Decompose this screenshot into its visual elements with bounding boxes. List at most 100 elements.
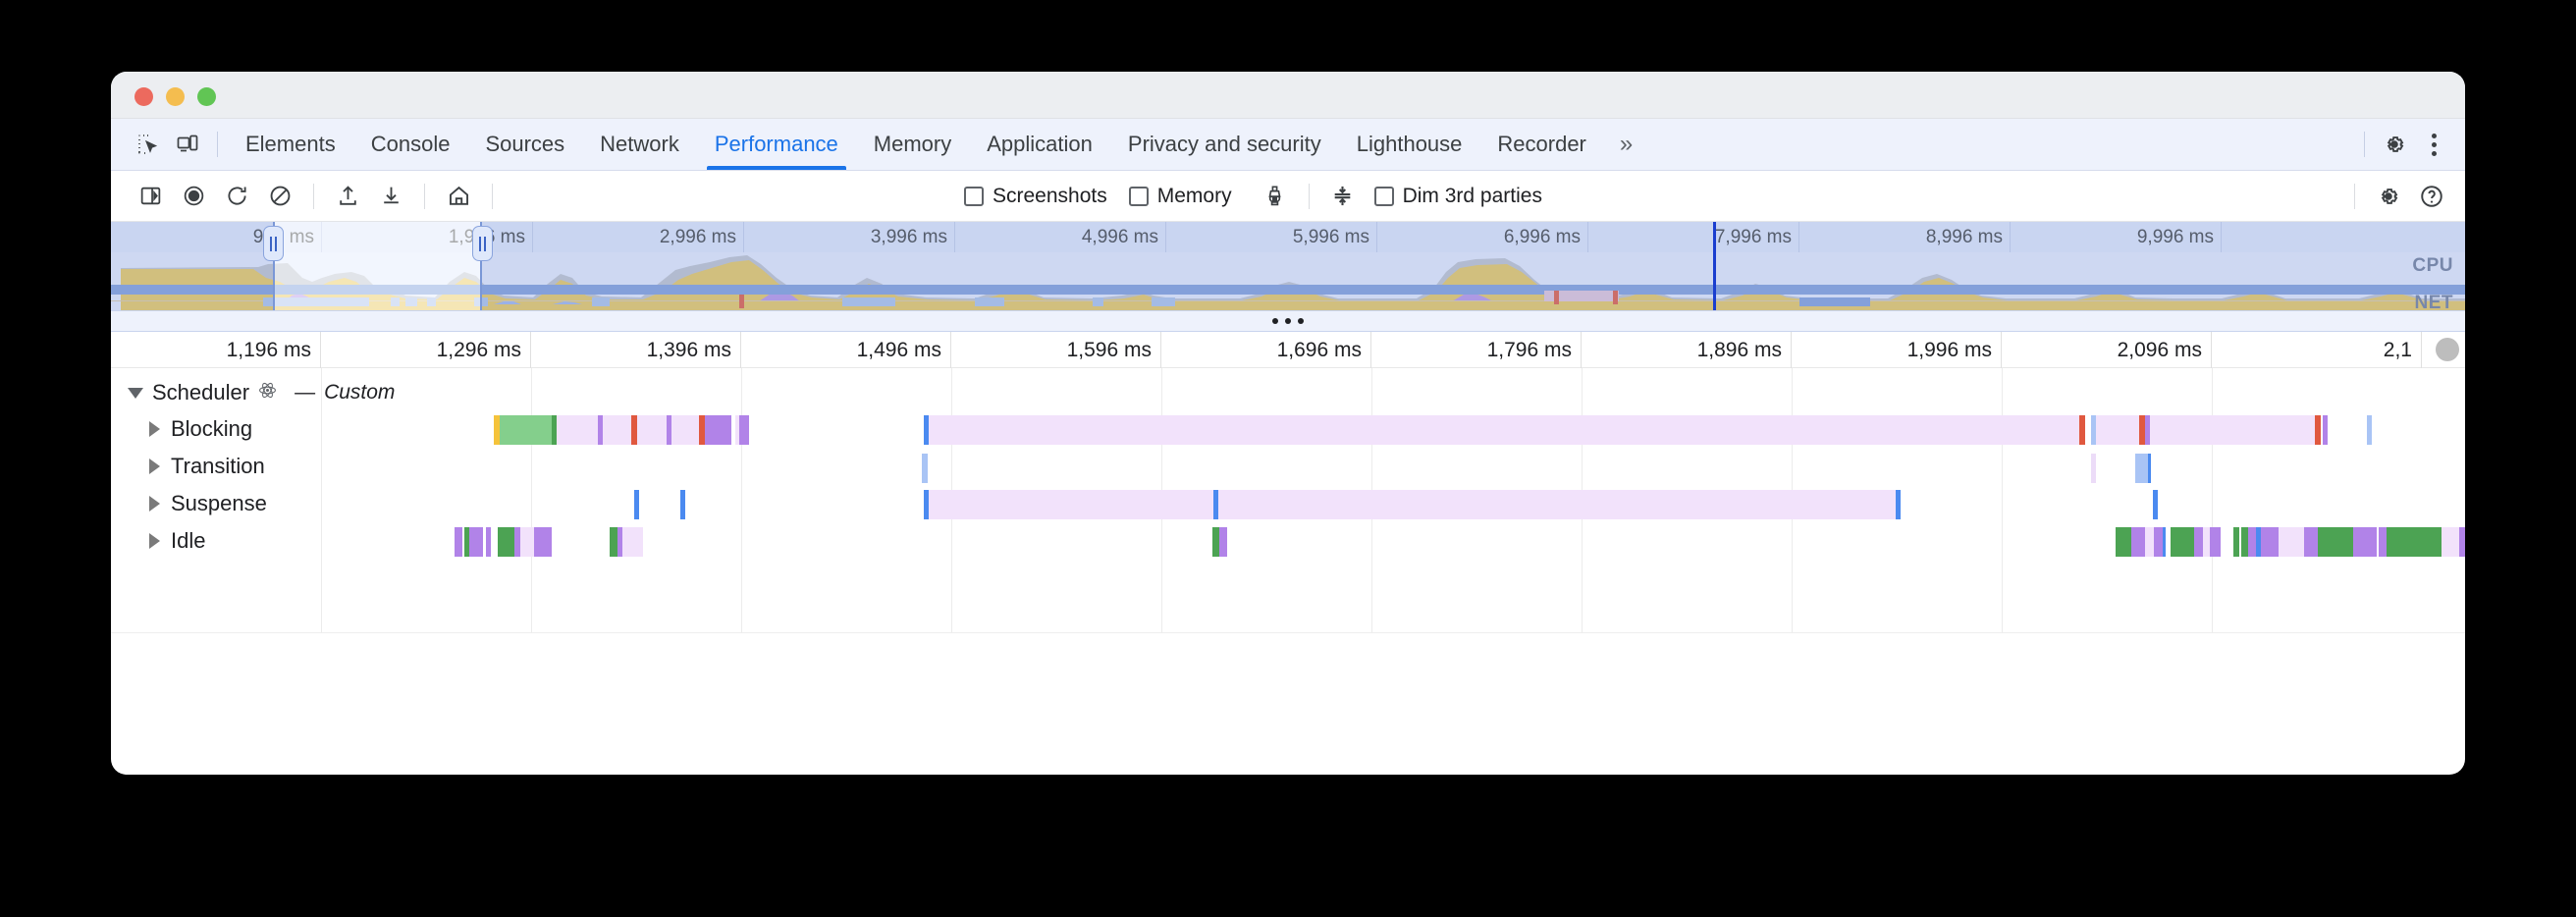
track-group-scheduler[interactable]: Scheduler — Custom (111, 374, 2465, 411)
expand-triangle-icon[interactable] (149, 496, 160, 512)
toggle-sidebar-button[interactable] (129, 177, 172, 216)
flame-bar[interactable] (2241, 527, 2248, 557)
flame-bar[interactable] (2353, 527, 2377, 557)
flame-bar[interactable] (2145, 415, 2150, 445)
settings-gear-icon[interactable] (2375, 125, 2414, 164)
flame-bar[interactable] (2233, 527, 2239, 557)
dim-3rd-parties-checkbox-box[interactable] (1373, 186, 1394, 206)
flame-bar[interactable] (603, 415, 631, 445)
flame-bar[interactable] (598, 415, 603, 445)
device-toolbar-icon[interactable] (168, 125, 207, 164)
flame-bar[interactable] (500, 415, 552, 445)
flame-bar[interactable] (2131, 527, 2145, 557)
panel-resize-handle[interactable] (111, 310, 2465, 332)
flame-bar[interactable] (2079, 415, 2085, 445)
flame-bar[interactable] (2318, 527, 2353, 557)
flame-bar[interactable] (2459, 527, 2465, 557)
flame-bar[interactable] (1212, 527, 1219, 557)
flame-bar[interactable] (1896, 490, 1901, 519)
track-row-blocking[interactable]: Blocking (111, 410, 2465, 448)
flame-bar[interactable] (469, 527, 483, 557)
flame-bar[interactable] (2442, 527, 2459, 557)
track-bars-transition[interactable] (111, 454, 2465, 483)
flame-bar[interactable] (486, 527, 491, 557)
flame-bar[interactable] (617, 527, 622, 557)
flame-bar[interactable] (455, 527, 462, 557)
screenshots-checkbox-box[interactable] (964, 186, 984, 206)
tab-console[interactable]: Console (353, 119, 468, 170)
track-row-idle[interactable]: Idle (111, 522, 2465, 560)
clear-button[interactable] (258, 177, 301, 216)
flame-bar[interactable] (2367, 415, 2372, 445)
flame-bar[interactable] (667, 415, 671, 445)
close-window-button[interactable] (134, 87, 153, 106)
tab-elements[interactable]: Elements (228, 119, 353, 170)
reload-and-record-button[interactable] (215, 177, 258, 216)
flame-bar[interactable] (671, 415, 699, 445)
track-bars-suspense[interactable] (111, 490, 2465, 519)
track-row-suspense[interactable]: Suspense (111, 485, 2465, 522)
more-options-kebab-icon[interactable] (2414, 125, 2453, 164)
flame-bar[interactable] (922, 454, 928, 483)
track-bars-idle[interactable] (111, 527, 2465, 557)
tab-sources[interactable]: Sources (467, 119, 582, 170)
flame-bar[interactable] (1219, 527, 1227, 557)
flame-bar[interactable] (705, 415, 710, 445)
expand-triangle-icon[interactable] (149, 421, 160, 437)
flame-bar[interactable] (2194, 527, 2203, 557)
tab-performance[interactable]: Performance (697, 119, 856, 170)
flame-bar[interactable] (2261, 527, 2279, 557)
flame-bar[interactable] (710, 415, 731, 445)
flame-bar[interactable] (2387, 527, 2442, 557)
flame-bar[interactable] (1213, 490, 1218, 519)
flame-bar[interactable] (2139, 415, 2145, 445)
help-question-icon[interactable] (2410, 177, 2453, 216)
flame-bar[interactable] (534, 527, 552, 557)
flame-bar[interactable] (2148, 454, 2151, 483)
overview-selection-handle-right[interactable] (472, 226, 493, 261)
flame-bar[interactable] (557, 415, 598, 445)
timeline-overview[interactable]: 996 ms 1,996 ms 2,996 ms 3,996 ms 4,996 … (111, 222, 2465, 313)
flame-bar[interactable] (2135, 454, 2148, 483)
flame-bar[interactable] (637, 415, 667, 445)
flame-bar[interactable] (2163, 527, 2166, 557)
screenshots-checkbox[interactable]: Screenshots (964, 185, 1107, 208)
track-row-transition[interactable]: Transition (111, 448, 2465, 485)
flame-bar[interactable] (498, 527, 514, 557)
flame-bar[interactable] (1218, 490, 1896, 519)
load-profile-button[interactable] (326, 177, 369, 216)
flame-bar[interactable] (735, 415, 739, 445)
flame-bar[interactable] (739, 415, 749, 445)
memory-checkbox[interactable]: Memory (1128, 185, 1232, 208)
flame-bar[interactable] (610, 527, 617, 557)
tab-privacy-and-security[interactable]: Privacy and security (1110, 119, 1339, 170)
flame-bar[interactable] (552, 415, 557, 445)
flame-bar[interactable] (2171, 527, 2194, 557)
flame-bar[interactable] (924, 490, 929, 519)
flame-empty-area[interactable] (111, 632, 2465, 703)
capture-settings-gear-icon[interactable] (2367, 177, 2410, 216)
more-tabs-chevron-icon[interactable]: » (1604, 119, 1648, 170)
inspect-element-icon[interactable] (129, 125, 168, 164)
flame-bar[interactable] (2116, 527, 2131, 557)
flame-bar[interactable] (2315, 415, 2321, 445)
flame-bar[interactable] (520, 527, 534, 557)
home-button[interactable] (437, 177, 480, 216)
flame-bar[interactable] (2145, 527, 2154, 557)
tab-application[interactable]: Application (969, 119, 1110, 170)
flame-bar[interactable] (2210, 527, 2221, 557)
expand-triangle-icon[interactable] (149, 533, 160, 549)
flame-bar[interactable] (2150, 415, 2315, 445)
flame-bar[interactable] (699, 415, 705, 445)
flame-bar[interactable] (929, 415, 2079, 445)
tab-recorder[interactable]: Recorder (1479, 119, 1603, 170)
flame-bar[interactable] (2203, 527, 2210, 557)
flame-bar[interactable] (2256, 527, 2261, 557)
track-bars-blocking[interactable] (111, 415, 2465, 445)
flame-chart[interactable]: Scheduler — Custom Blocking (111, 368, 2465, 703)
tab-memory[interactable]: Memory (856, 119, 969, 170)
flame-bar[interactable] (2096, 415, 2139, 445)
timeline-scrollbar-thumb[interactable] (2436, 338, 2459, 361)
overview-selection-window[interactable] (273, 222, 482, 310)
flame-bar[interactable] (634, 490, 639, 519)
